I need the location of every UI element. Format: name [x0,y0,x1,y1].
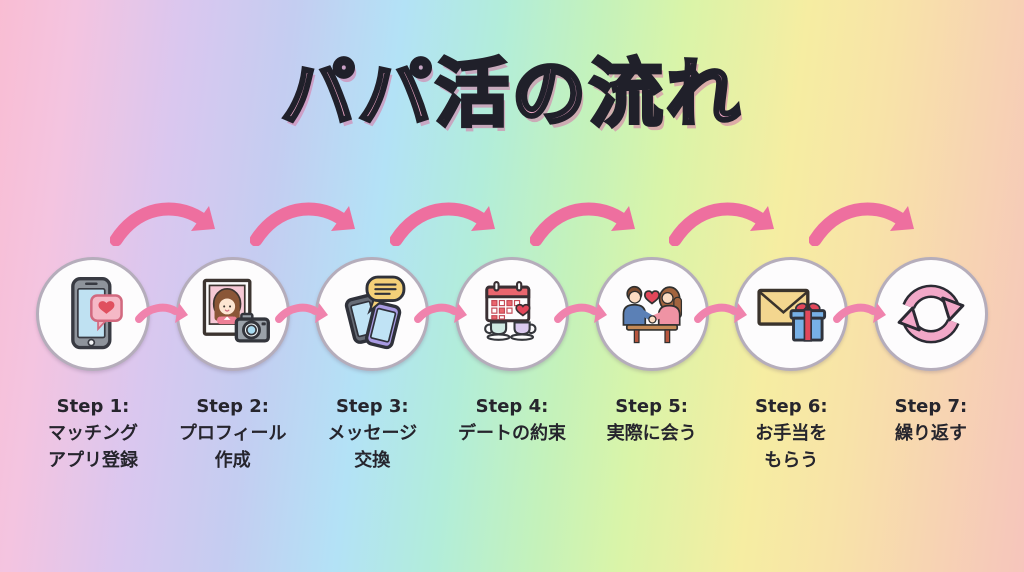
step-label: Step 5: 実際に会う [607,393,697,447]
step-number: Step 6: [754,396,828,417]
step-text-line: 交換 [354,450,391,471]
top-arrows-layer [0,196,1024,250]
step-text-line: お手当を [755,423,828,444]
flow-arrow-icon [530,202,635,246]
mini-arrow-icon [693,303,747,323]
page-title: パパ活の流れ [279,49,743,139]
step-label: Step 4: デートの約束 [458,393,566,447]
steps-row: Step 1: マッチング アプリ登録 [0,257,1024,474]
repeat-icon [897,284,965,344]
envelope-gift-icon [757,288,827,342]
step-text-line: 実際に会う [606,423,697,444]
mini-arrow-icon [833,303,887,323]
step-number: Step 3: [335,396,409,417]
smartphone-heart-icon [71,277,123,350]
step-number: Step 4: [475,396,549,417]
flow-arrow-icon [250,202,355,246]
profile-photo-camera-icon [202,278,270,343]
step-circle [175,257,290,371]
flow-arrow-icon [809,202,914,246]
step-circle [36,257,150,371]
step-label: Step 2: プロフィール 作成 [179,393,287,474]
step-text-line: メッセージ [327,423,418,444]
step-column-6: Step 6: お手当を もらう [722,257,887,474]
step-label: Step 1: マッチング アプリ登録 [48,393,138,474]
mini-arrow-icon [274,303,328,323]
step-label: Step 6: お手当を もらう [755,393,828,474]
step-text-line: 作成 [214,450,251,471]
step-label: Step 7: 繰り返す [895,393,968,447]
step-circle [454,257,569,371]
step-circle [734,257,849,371]
step-column-4: Step 4: デートの約束 [443,257,607,474]
step-column-2: Step 2: プロフィール 作成 [164,257,328,474]
mini-arrow-icon [135,303,188,323]
mini-arrow-icon [414,303,468,323]
calendar-date-icon [484,281,537,341]
step-circle [594,257,709,371]
step-text-line: マッチング [48,423,138,444]
flow-arrow-icon [669,202,774,246]
step-number: Step 5: [615,396,688,417]
step-column-3: Step 3: メッセージ 交換 [303,257,468,474]
step-circle [315,257,430,371]
step-text-line: もらう [764,450,819,471]
couple-meeting-icon [622,285,682,344]
step-column-1: Step 1: マッチング アプリ登録 [24,257,188,474]
mini-arrow-icon [553,303,607,323]
step-text-line: 繰り返す [894,423,967,444]
step-number: Step 1: [56,396,130,417]
step-text-line: デートの約束 [457,423,566,444]
step-text-line: プロフィール [178,423,287,444]
phones-message-icon [345,275,406,350]
step-column-5: Step 5: 実際に会う [583,257,747,474]
step-number: Step 2: [196,396,269,417]
flow-arrow-icon [390,202,495,246]
step-number: Step 7: [894,396,968,417]
step-circle [873,257,988,371]
step-label: Step 3: メッセージ 交換 [327,393,417,474]
step-text-line: アプリ登録 [48,450,138,471]
step-column-7: Step 7: 繰り返す [862,257,1000,474]
flow-arrow-icon [110,202,215,246]
